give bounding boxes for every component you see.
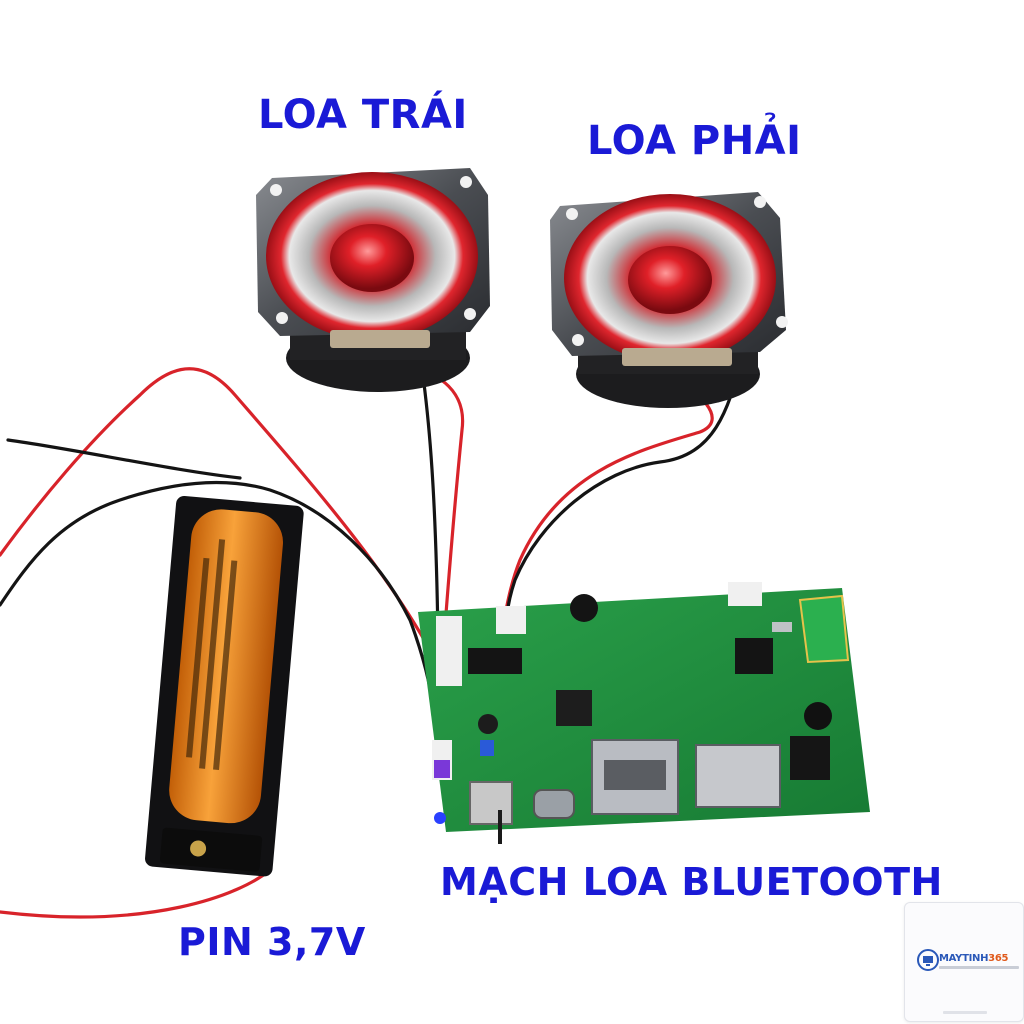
left-speaker: [256, 168, 490, 392]
logo-name: MAYTINH365: [939, 953, 1008, 964]
bluetooth-board: [418, 582, 870, 844]
watermark-logo: MAYTINH365: [904, 902, 1024, 1022]
left-speaker-label: LOA TRÁI: [258, 92, 468, 138]
wire-battery-black: [0, 480, 439, 747]
battery-label: PIN 3,7V: [178, 920, 366, 964]
wire-black-top: [6, 438, 242, 480]
battery-holder: [145, 495, 304, 877]
right-speaker: [550, 192, 788, 408]
wire-right-red: [503, 368, 714, 617]
board-label: MẠCH LOA BLUETOOTH: [440, 860, 943, 904]
right-speaker-label: LOA PHẢI: [587, 118, 802, 164]
logo-name-accent: 365: [988, 953, 1009, 964]
computer-icon: [917, 949, 939, 971]
logo-footer: [943, 1011, 987, 1014]
logo-name-main: MAYTINH: [939, 953, 989, 964]
wire-red-lower: [0, 868, 272, 919]
logo-tagline: [939, 966, 1019, 969]
wire-right-black: [505, 346, 747, 617]
wire-left-red: [338, 348, 465, 642]
wire-left-black: [418, 353, 440, 642]
